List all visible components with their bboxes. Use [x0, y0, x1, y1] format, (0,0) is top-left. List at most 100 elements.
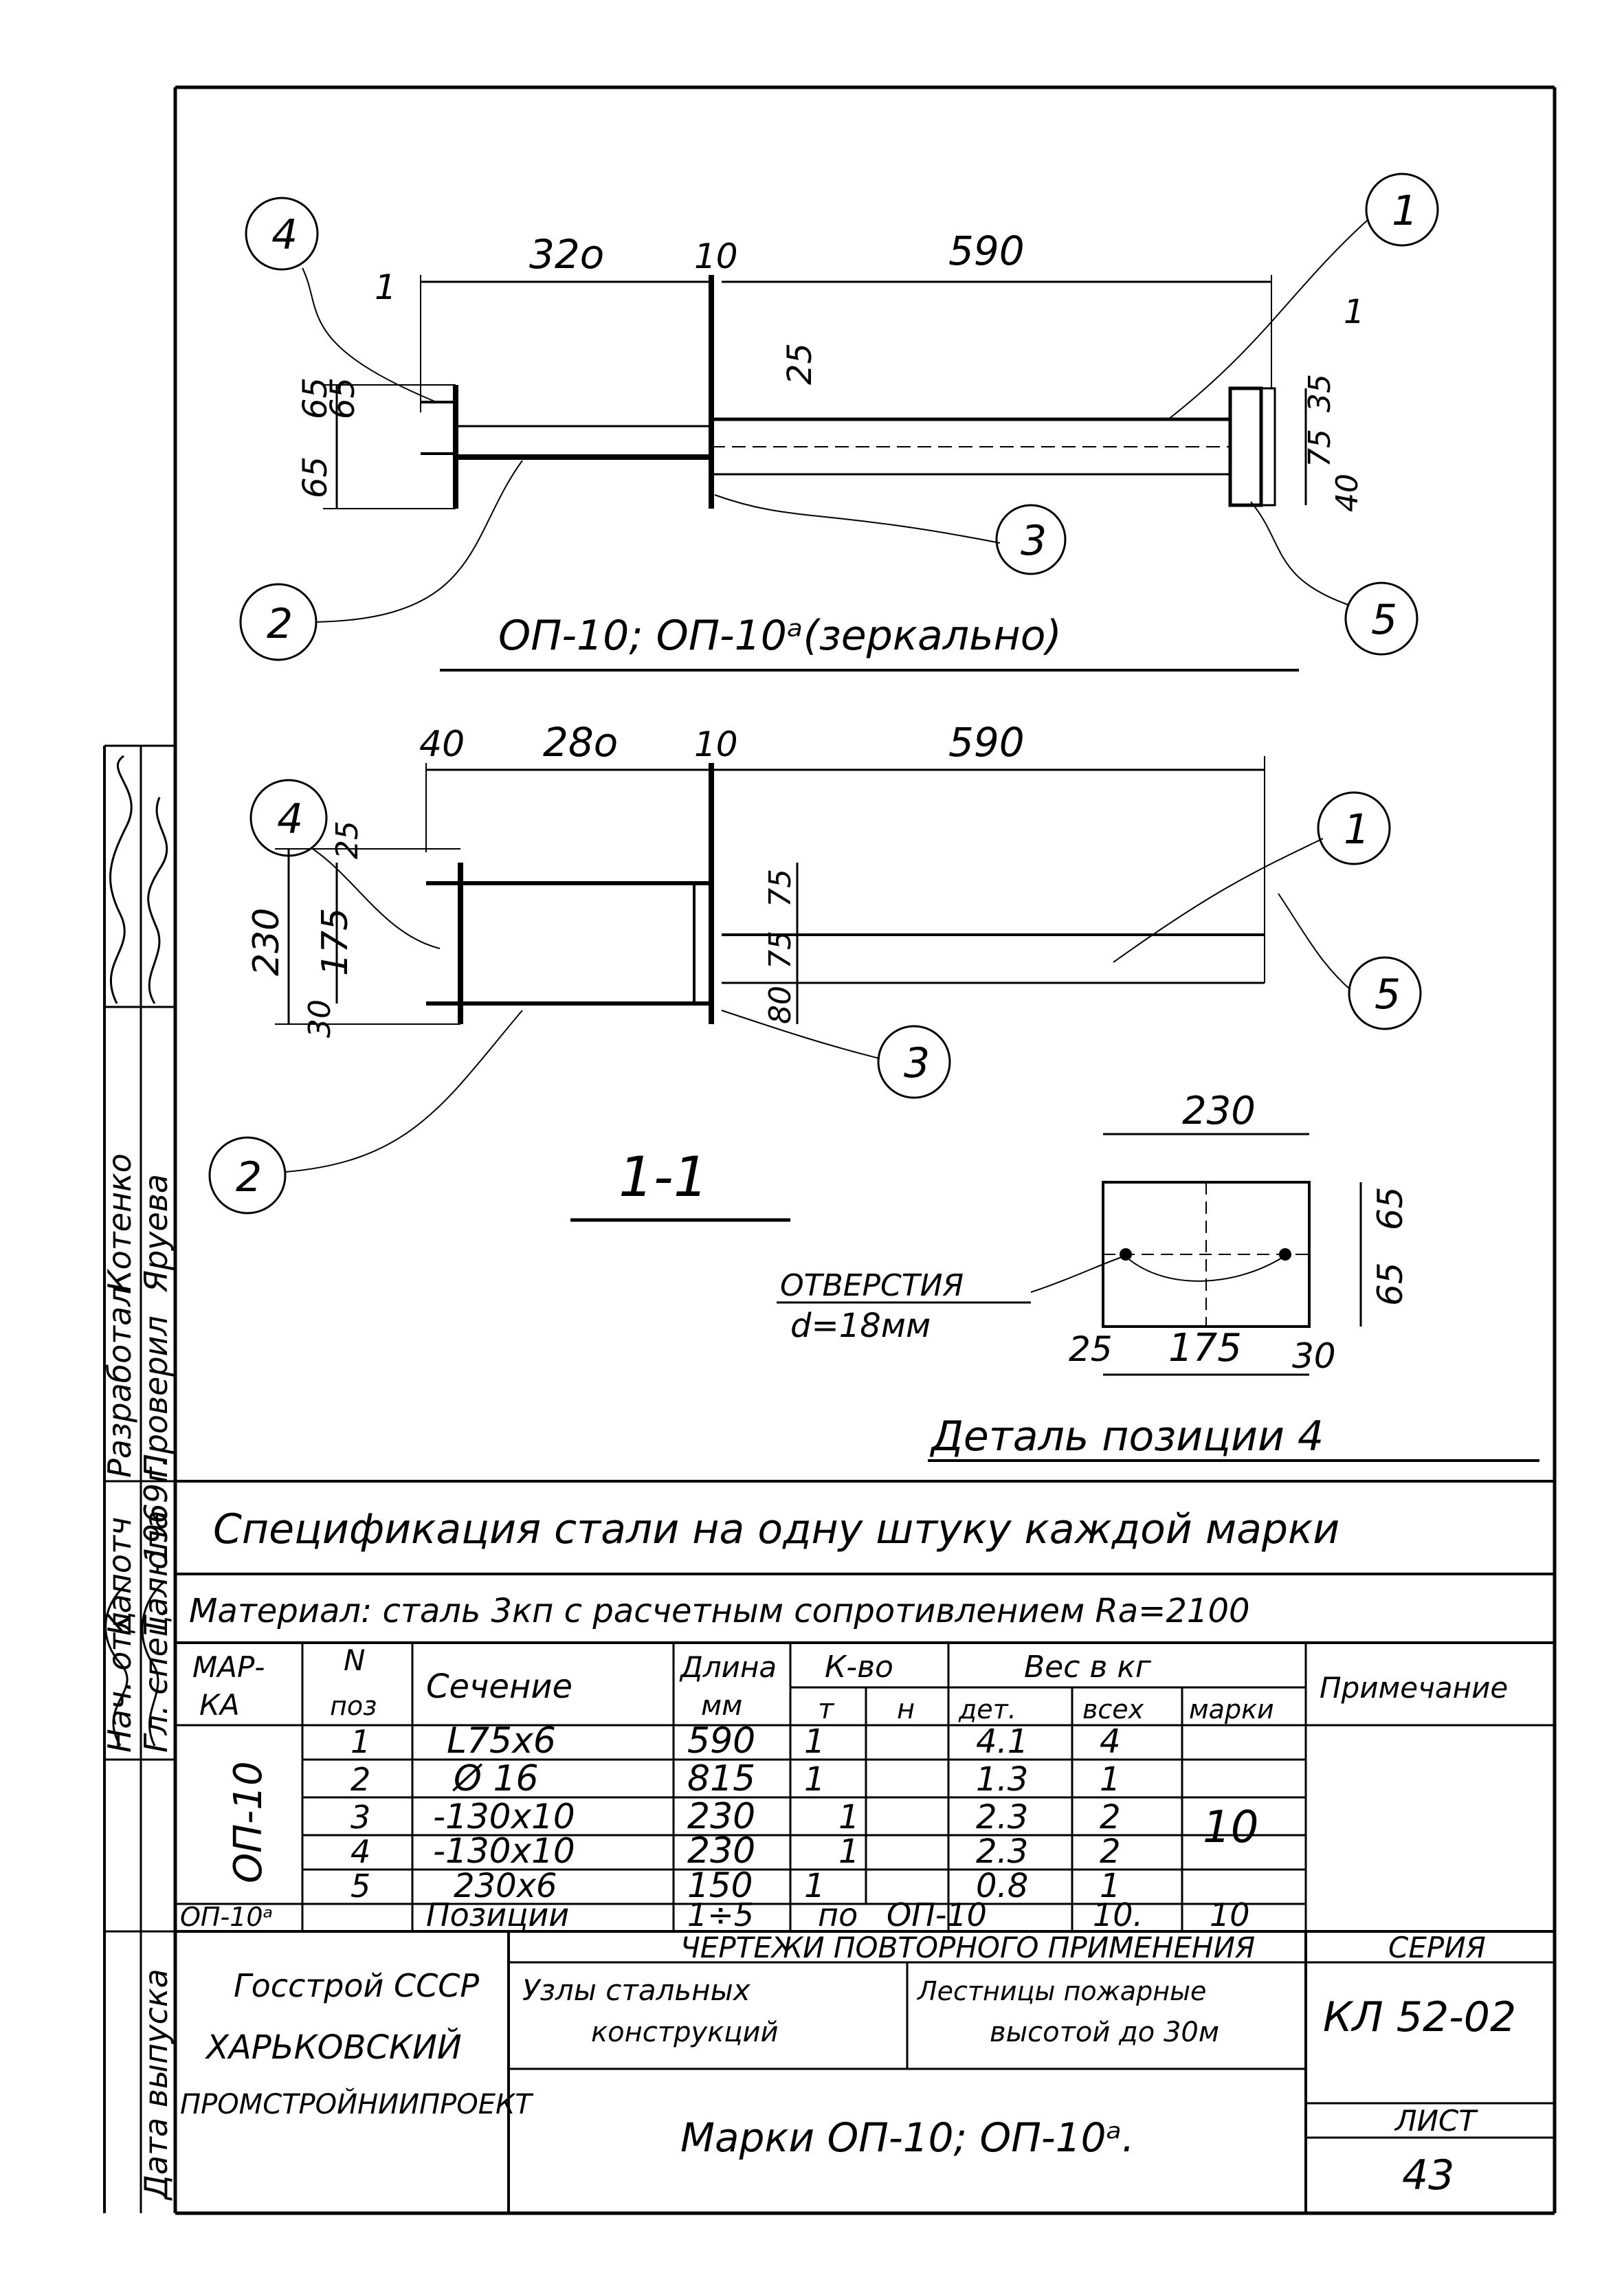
signature-3	[104, 1579, 131, 1747]
table-row: 5 230х6 150 1 0.8 1	[351, 1865, 1121, 1905]
row2-pos: 2	[351, 1761, 370, 1798]
row5-length: 150	[687, 1865, 753, 1905]
col-pos-2: поз	[330, 1691, 377, 1721]
dim-1: 1	[375, 267, 397, 307]
stamp-role-checked: Проверил	[137, 1316, 175, 1478]
dim-25-section: 25	[330, 821, 365, 859]
group2-line1: Лестницы пожарные	[916, 1976, 1206, 2006]
row5-t: 1	[804, 1867, 825, 1905]
last-row-mark: ОП-10ᵃ	[180, 1902, 273, 1932]
header-reuse: ЧЕРТЕЖИ ПОВТОРНОГО ПРИМЕНЕНИЯ	[680, 1931, 1255, 1964]
callout-1b	[1317, 791, 1391, 865]
row1-w-det: 4.1	[976, 1722, 1028, 1761]
row-mark: ОП-10	[226, 1761, 271, 1883]
stamp-date: 1969г.	[137, 1456, 175, 1564]
top-view: 4 1 3 2 5 32о 10 590 1 25 65	[239, 173, 1439, 672]
row5-pos: 5	[351, 1867, 370, 1905]
dim-75: 75	[1302, 429, 1337, 467]
top-view-caption: ОП-10; ОП-10ᵃ(зеркально)	[498, 612, 1062, 660]
dim-65a: 65	[296, 377, 335, 419]
row1-length: 590	[687, 1720, 755, 1762]
spec-title: Спецификация стали на одну штуку каждой …	[213, 1505, 1339, 1553]
stamp-role-chief: Гл. спец.	[137, 1606, 175, 1753]
row4-pos: 4	[351, 1833, 370, 1870]
last-row-ref: ОП-10	[887, 1896, 987, 1933]
callout-1-label: 1	[1392, 187, 1418, 235]
col-mark-2: КА	[199, 1688, 240, 1722]
row3-w-det: 2.3	[976, 1798, 1028, 1837]
last-row-section: Позиции	[426, 1896, 569, 1933]
sheet-label: ЛИСТ	[1394, 2104, 1478, 2138]
detail-view: 230 65 65 25 175 30 ОТВЕРСТИЯ d=18мм Дет…	[777, 1089, 1539, 1462]
callout-4b-label: 4	[277, 795, 303, 843]
table-row: ОП-10ᵃ Позиции 1÷5 по ОП-10 10. 10	[180, 1896, 1250, 1933]
row5-w-all: 1	[1100, 1867, 1121, 1905]
row1-pos: 1	[351, 1723, 370, 1760]
section-view: 4 1 3 5 2 40 28о 10 590 230 25 175 30 75…	[208, 719, 1422, 1222]
row2-t: 1	[804, 1760, 825, 1799]
dim-80: 80	[763, 986, 798, 1024]
hole-right	[1279, 1248, 1291, 1261]
stamp-role-dept-head: Нач. отд	[101, 1611, 138, 1753]
table-row: 1 L75х6 590 1 4.1 4	[351, 1720, 1121, 1762]
org-line-2: ХАРЬКОВСКИЙ	[204, 2028, 462, 2067]
callout-2b-label: 2	[236, 1153, 262, 1201]
col-w-all: всех	[1082, 1694, 1144, 1725]
org-line-3: ПРОМСТРОЙНИИПРОЕКТ	[180, 2087, 534, 2120]
last-row-po: по	[818, 1896, 858, 1933]
detail-dim-30: 30	[1292, 1336, 1336, 1376]
row1-t: 1	[804, 1722, 825, 1761]
dim-280: 28о	[543, 719, 618, 766]
title-block: Госстрой СССР ХАРЬКОВСКИЙ ПРОМСТРОЙНИИПР…	[180, 1931, 1555, 2213]
callout-5b-label: 5	[1375, 971, 1401, 1019]
dim-75a: 75	[763, 869, 798, 907]
callout-5b	[1348, 956, 1422, 1030]
row2-section: Ø 16	[452, 1758, 539, 1799]
drawing-title: Марки ОП-10; ОП-10ᵃ.	[680, 2114, 1135, 2161]
col-w-mark: марки	[1189, 1694, 1274, 1725]
row1-w-all: 4	[1100, 1722, 1121, 1761]
callout-5-label: 5	[1371, 596, 1397, 644]
row3-t: 1	[838, 1798, 860, 1837]
signature-1	[109, 755, 133, 1004]
row4-length: 230	[687, 1830, 755, 1872]
spec-table: Спецификация стали на одну штуку каждой …	[175, 1480, 1555, 1933]
col-pos-1: N	[344, 1643, 365, 1677]
dim-40: 40	[1330, 474, 1365, 512]
dim-1-right: 1	[1344, 293, 1365, 331]
side-stamp: Разработал Котенко Проверил Яруева Нач. …	[101, 755, 175, 2201]
col-w-det: дет.	[958, 1694, 1016, 1725]
col-length-1: Длина	[679, 1650, 777, 1684]
dim-10: 10	[694, 236, 738, 276]
callout-2b	[208, 1136, 287, 1215]
series-number: КЛ 52-02	[1323, 1993, 1516, 2041]
org-line-1: Госстрой СССР	[234, 1967, 479, 2004]
dim-75b: 75	[763, 931, 798, 969]
detail-dim-230: 230	[1182, 1089, 1256, 1133]
row2-length: 815	[687, 1758, 755, 1799]
callout-5	[1344, 581, 1419, 656]
dim-320: 32о	[529, 231, 604, 278]
col-section: Сечение	[426, 1667, 572, 1706]
detail-dim-175: 175	[1168, 1326, 1242, 1371]
callout-1b-label: 1	[1344, 806, 1370, 854]
table-row: 2 Ø 16 815 1 1.3 1	[351, 1758, 1121, 1799]
row4-t: 1	[838, 1832, 860, 1871]
callout-3-label: 3	[1021, 517, 1047, 565]
row4-w-all: 2	[1100, 1832, 1121, 1871]
row4-section: -130х10	[433, 1831, 575, 1871]
row1-section: L75х6	[447, 1720, 556, 1762]
row5-w-det: 0.8	[976, 1867, 1028, 1905]
row3-pos: 3	[351, 1799, 370, 1836]
holes-size: d=18мм	[790, 1307, 931, 1345]
stamp-role-date: Дата выпуска	[137, 1969, 175, 2201]
callout-2-label: 2	[267, 600, 293, 648]
col-length-2: мм	[701, 1690, 742, 1722]
col-weight: Вес в кг	[1024, 1650, 1152, 1685]
mark-total-weight: 10	[1203, 1802, 1258, 1853]
dim-35: 35	[1302, 374, 1337, 412]
col-qty: К-во	[825, 1650, 893, 1685]
detail-dim-65b: 65	[1370, 1262, 1410, 1306]
callout-1	[1365, 173, 1439, 247]
group2-line2: высотой до 30м	[990, 2017, 1219, 2048]
